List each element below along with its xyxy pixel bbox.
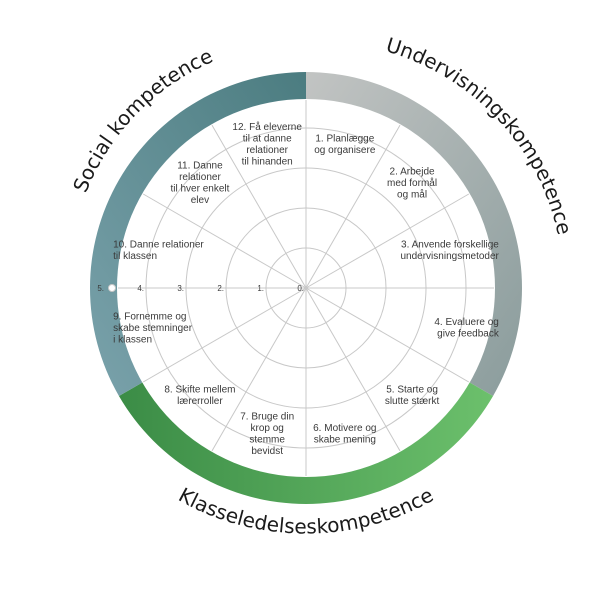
ring-arc-klasseledelse — [118, 382, 494, 504]
scale-label: 0. — [297, 284, 304, 293]
segment-label-line: 8. Skifte mellem — [164, 384, 235, 395]
segment-label-line: til hver enkelt — [170, 184, 229, 195]
segment-divider — [211, 124, 307, 289]
segment-label-line: stemme — [249, 435, 285, 446]
segment-label-line: 5. Starte og — [386, 384, 438, 395]
segment-label-line: 3. Anvende forskellige — [401, 239, 499, 250]
segment-label-line: og organisere — [314, 145, 376, 156]
segment-label-line: slutte stærkt — [385, 396, 440, 407]
segment-label-line: bevidst — [251, 446, 283, 457]
segment-divider — [305, 193, 470, 289]
segment-label-line: 11. Danne — [177, 161, 223, 172]
segment-label-line: krop og — [250, 423, 283, 434]
segment-label-line: 9. Fornemme og — [113, 311, 186, 322]
segment-label-line: give feedback — [437, 329, 500, 340]
scale-label: 2. — [217, 284, 224, 293]
segment-divider — [305, 287, 401, 452]
segment-label-line: 6. Motivere og — [313, 423, 376, 434]
segment-label-line: undervisningsmetoder — [400, 251, 499, 262]
segment-label-line: relationer — [246, 145, 288, 156]
segment-divider — [142, 287, 307, 383]
segment-label-line: lærerroller — [177, 396, 223, 407]
wheel-grid — [118, 100, 494, 476]
scale-label: 3. — [177, 284, 184, 293]
segment-label-line: til hinanden — [242, 156, 293, 167]
ring-arc-social — [90, 72, 306, 396]
segment-label-line: med formål — [387, 177, 437, 189]
segment-label-line: 1. Planlægge — [315, 133, 374, 144]
segment-label-line: til at danne — [243, 133, 292, 144]
competence-ring — [90, 72, 522, 504]
segment-label-line: elev — [191, 195, 209, 206]
segment-label-line: 10. Danne relationer — [113, 239, 204, 250]
segment-divider — [142, 193, 307, 289]
ring-arc-undervisning — [306, 72, 522, 396]
segment-label-line: 7. Bruge din — [240, 412, 294, 423]
segment-label-line: og mål — [397, 188, 427, 200]
segment-label-line: 4. Evaluere og — [434, 317, 499, 328]
segment-divider — [211, 287, 307, 452]
scale-label: 4. — [137, 284, 144, 293]
segment-label-line: skabe stemninger — [113, 323, 193, 334]
segment-label-line: skabe mening — [314, 435, 376, 446]
scale-label: 5. — [97, 284, 104, 293]
segment-label-line: i klassen — [113, 334, 152, 345]
scale-labels: 0. 1. 2. 3. 4. 5. — [97, 284, 304, 293]
segment-label-line: til klassen — [113, 251, 157, 262]
scale-label: 1. — [257, 284, 264, 293]
segment-label-line: relationer — [179, 172, 221, 183]
segment-divider — [305, 287, 470, 383]
segment-label-line: 2. Arbejde — [390, 166, 435, 177]
segment-divider — [305, 124, 401, 289]
segment-label-line: 12. Få eleverne — [232, 121, 302, 133]
scale-marker-dot — [108, 284, 116, 292]
